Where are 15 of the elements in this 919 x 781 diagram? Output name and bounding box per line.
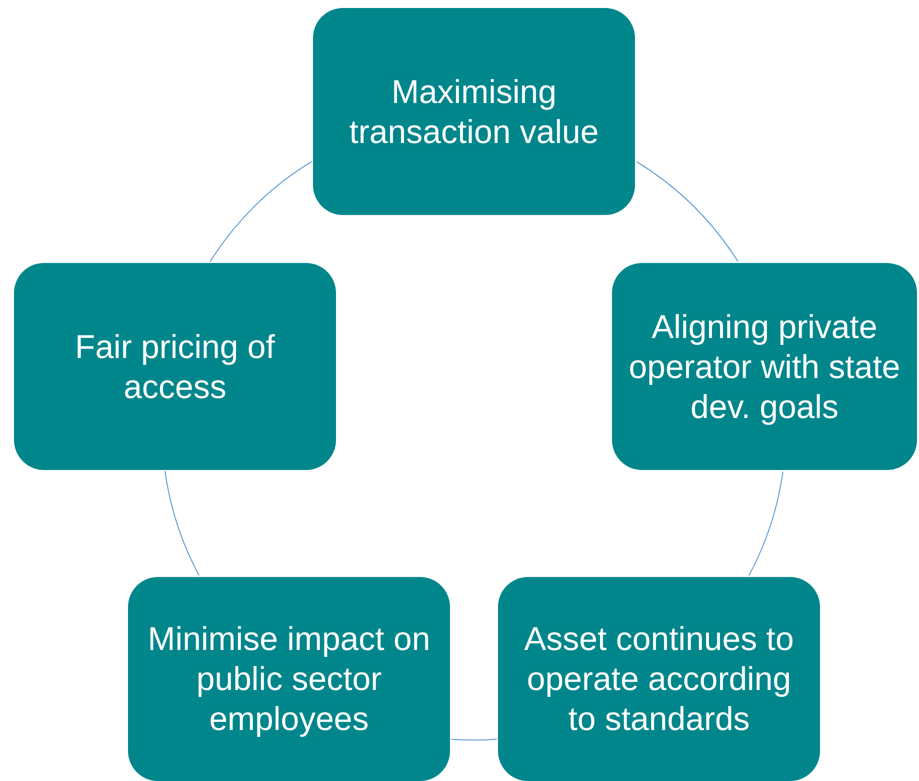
- cycle-arc: [748, 471, 784, 576]
- goal-text: Aligning private operator with state dev. goals: [628, 306, 902, 426]
- goal-text: Fair pricing of access: [74, 326, 276, 406]
- cycle-arc: [164, 470, 200, 576]
- goal-box: [14, 263, 336, 470]
- cycle-arc: [210, 161, 312, 262]
- goal-box: [313, 8, 635, 215]
- goal-box: [128, 577, 450, 781]
- goal-text: Asset continues to operate according to standards: [523, 619, 795, 739]
- cycle-arc: [450, 738, 498, 741]
- cycle-arc: [636, 161, 738, 262]
- goal-text: Minimise impact on public sector employees: [146, 619, 432, 739]
- goal-text: Maximising transaction value: [348, 72, 600, 152]
- goal-box: [498, 577, 820, 781]
- goal-box: [612, 263, 917, 470]
